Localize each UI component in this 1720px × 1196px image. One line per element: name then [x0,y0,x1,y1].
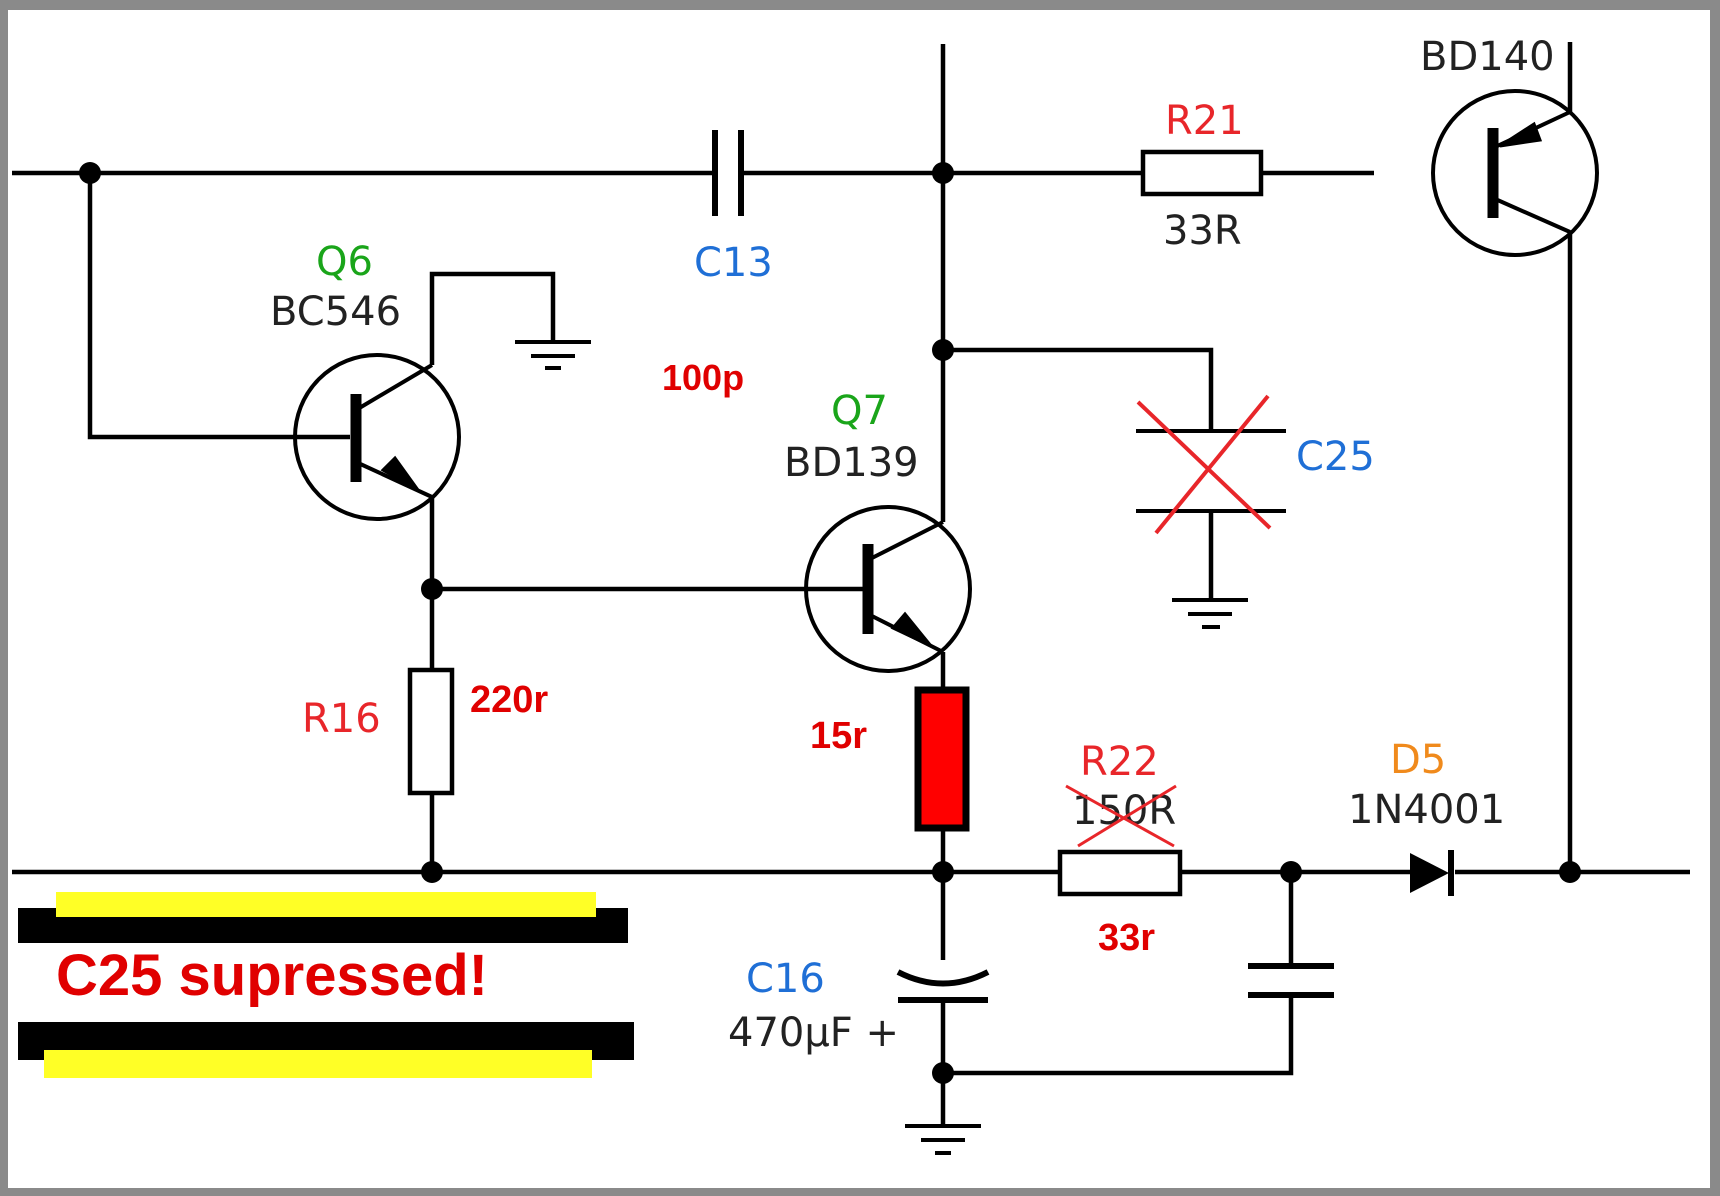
emitter-resistor-value-note: 15r [810,715,867,757]
r16-value-note: 220r [470,679,548,721]
suppression-banner: C25 supressed! [18,892,634,1078]
r21-value-label: 33R [1163,208,1242,254]
c25-ref-label: C25 [1296,434,1375,480]
q7-part-label: BD139 [784,440,919,486]
d5-part-label: 1N4001 [1348,787,1505,833]
r22-value-strikeout [1065,784,1177,848]
q6-part-label: BC546 [270,289,401,335]
bd140-part-label: BD140 [1420,34,1555,80]
c13-ref-label: C13 [694,240,773,286]
r16-ref-label: R16 [302,696,381,742]
junction-dots [79,162,1581,1084]
resistor-r21 [1140,149,1264,197]
ground-symbol [515,340,591,370]
capacitor-c25 [1136,394,1286,535]
c13-value-note: 100p [662,357,744,398]
drawing-area [8,10,1710,1188]
banner-highlight-top [56,892,596,917]
capacitor-right [1248,963,1334,998]
ground-symbol [905,1124,981,1155]
wires [12,42,1690,1124]
transistor-q6 [293,353,461,521]
banner-text: C25 supressed! [56,943,488,1008]
diode-d5 [1410,850,1454,896]
capacitor-c13 [712,130,744,216]
q6-ref-label: Q6 [316,239,373,285]
d5-ref-label: D5 [1390,737,1446,783]
ground-symbol [1172,598,1248,629]
transistor-q7 [804,505,972,673]
c16-ref-label: C16 [746,956,825,1002]
resistor-r16 [407,667,455,796]
banner-highlight-bottom [44,1050,592,1078]
transistor-bd140 [1431,89,1599,257]
r22-ref-label: R22 [1080,739,1159,785]
capacitor-c16 [896,969,990,1003]
resistor-r22 [1057,849,1183,897]
q7-ref-label: Q7 [831,388,888,434]
resistor-emitter-15r [914,686,970,832]
r22-value-note: 33r [1098,917,1155,959]
c16-value-label: 470µF + [728,1010,899,1056]
r21-ref-label: R21 [1165,98,1244,144]
